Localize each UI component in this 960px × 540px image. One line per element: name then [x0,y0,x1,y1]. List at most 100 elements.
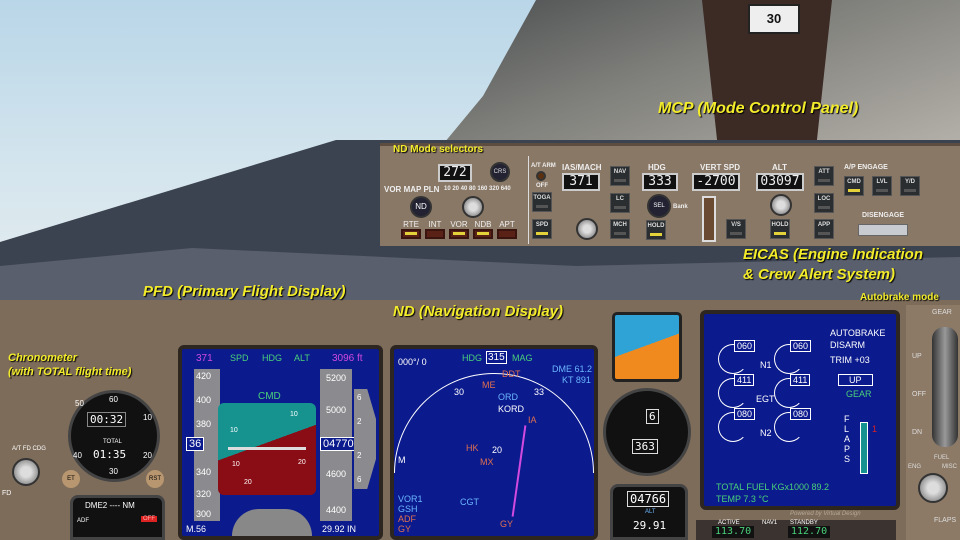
primary-flight-display: 371 SPD HDG ALT 3096 ft 420 400 380 340 … [178,345,383,540]
nd-mag-label: MAG [512,353,533,363]
vertical-speed-indicator: 6 2 2 6 [354,389,376,489]
chrono-time: 00:32 [87,412,127,427]
temperature: TEMP 7.3 °C [716,494,769,504]
nd-range-labels: 10 20 40 80 160 320 640 [444,186,511,192]
flaps-gauge [860,422,868,474]
app-button[interactable]: APP [814,219,834,239]
radio-active-freq: 113.70 [712,526,755,538]
n1-gauge-right [774,344,804,374]
disengage-label: DISENGAGE [862,212,905,219]
chrono-scale-60: 60 [109,395,118,404]
att-button[interactable]: ATT [814,166,834,186]
mach-readout: M.56 [186,524,207,534]
fd-selector-knob[interactable] [12,458,40,486]
nd-hdg-label: HDG [462,353,482,363]
nd-heading: 315 [486,351,507,364]
nd-mode-knob[interactable]: ND [410,196,432,218]
crs-knob[interactable]: CRS [490,162,510,182]
filter-int[interactable]: INT [424,220,446,239]
n1-right: 060 [790,340,812,352]
radio-standby-label: STANDBY [790,520,818,526]
mch-button[interactable]: MCH [610,219,630,239]
lvl-button[interactable]: LVL [872,176,892,196]
nd-gy: GY [398,524,412,534]
toga-button[interactable]: TOGA [532,192,552,212]
nav-button[interactable]: NAV [610,166,630,186]
speed-tick: 380 [196,419,212,429]
hdg-sel-knob[interactable]: SEL [647,194,671,218]
n2-right: 080 [790,408,812,420]
attitude-indicator: 10 10 10 20 20 [218,403,316,495]
nd-vor1: VOR1 [398,494,423,504]
pfd-mode-alt: ALT [294,353,310,363]
chrono-et-button[interactable]: ET [62,470,80,488]
nd-m-label: M [398,455,406,465]
chrono-rst-button[interactable]: RST [146,470,164,488]
filter-rte[interactable]: RTE [400,220,422,239]
alt-knob[interactable] [770,194,792,216]
yd-button[interactable]: Y/D [900,176,920,196]
current-speed: 36 [186,437,205,451]
current-altitude: 04770 [320,437,357,451]
waypoint: ORD [498,392,518,402]
nd-dme: DME 61.2 [552,364,593,374]
waypoint: CGT [460,497,479,507]
radio-nav1-label: NAV1 [762,520,778,526]
hdg-display: 333 [642,173,678,191]
autobrake-mode: DISARM [830,340,866,350]
nd-scale-30: 30 [454,387,465,397]
course-display: 272 [438,164,472,182]
nd-range-knob[interactable] [462,196,484,218]
annotation-nd: ND (Navigation Display) [393,303,564,320]
vs-button[interactable]: V/S [726,219,746,239]
standby-mach: 6 [646,409,659,424]
vs-wheel[interactable] [702,196,716,242]
alt-hold-button[interactable]: HOLD [770,219,790,239]
waypoint: ME [482,380,496,390]
nd-filter-row: RTE INT VOR NDB APT [400,220,518,239]
filter-ndb[interactable]: NDB [472,220,494,239]
n2-gauge-left [718,412,748,442]
n2-label: N2 [760,428,772,438]
speed-tick: 340 [196,467,212,477]
vs-tick: 6 [357,393,362,402]
radio-standby-freq[interactable]: 112.70 [788,526,831,538]
gear-panel: GEAR UP OFF DN FUEL ENG MISC FLAPS [906,305,960,540]
filter-apt[interactable]: APT [496,220,518,239]
chrono-scale-20: 20 [143,451,152,460]
chrono-total-label: TOTAL [103,439,122,445]
standby-airspeed: 6 363 [603,388,691,476]
chrono-scale-40: 40 [73,451,82,460]
speed-knob[interactable] [576,218,598,240]
egt-right: 411 [790,374,811,386]
loc-button[interactable]: LOC [814,193,834,213]
egt-label: EGT [756,394,775,404]
fd-label: FD [2,490,12,497]
gear-lever[interactable] [932,327,958,447]
eicas-page-knob[interactable] [918,473,948,503]
egt-left: 411 [734,374,755,386]
hdg-hold-button[interactable]: HOLD [646,220,666,240]
ias-label: IAS/MACH [562,163,602,172]
trim-readout: TRIM +03 [830,355,870,365]
nd-range-mark: 20 [492,445,503,455]
gear-up-label: UP [912,353,922,360]
lc-button[interactable]: LC [610,193,630,213]
speed-tape: 420 400 380 340 320 300 [194,369,220,521]
nd-adf: ADF [398,514,416,524]
at-off-label: OFF [536,183,548,189]
cmd-button[interactable]: CMD [844,176,864,196]
filter-vor[interactable]: VOR [448,220,470,239]
waypoint: DDT [502,369,521,379]
at-arm-switch[interactable] [536,171,546,181]
n1-gauge-left [718,344,748,374]
spd-button[interactable]: SPD [532,219,552,239]
heading-rose [232,509,312,536]
n1-left: 060 [734,340,756,352]
pitch-label: 20 [298,459,306,466]
annotation-eicas-1: EICAS (Engine Indication [743,246,924,263]
alt-tick: 4600 [326,469,347,479]
chrono-scale-50: 50 [75,399,84,408]
disengage-bar[interactable] [858,224,908,236]
standby-compass: 30 [748,4,800,34]
